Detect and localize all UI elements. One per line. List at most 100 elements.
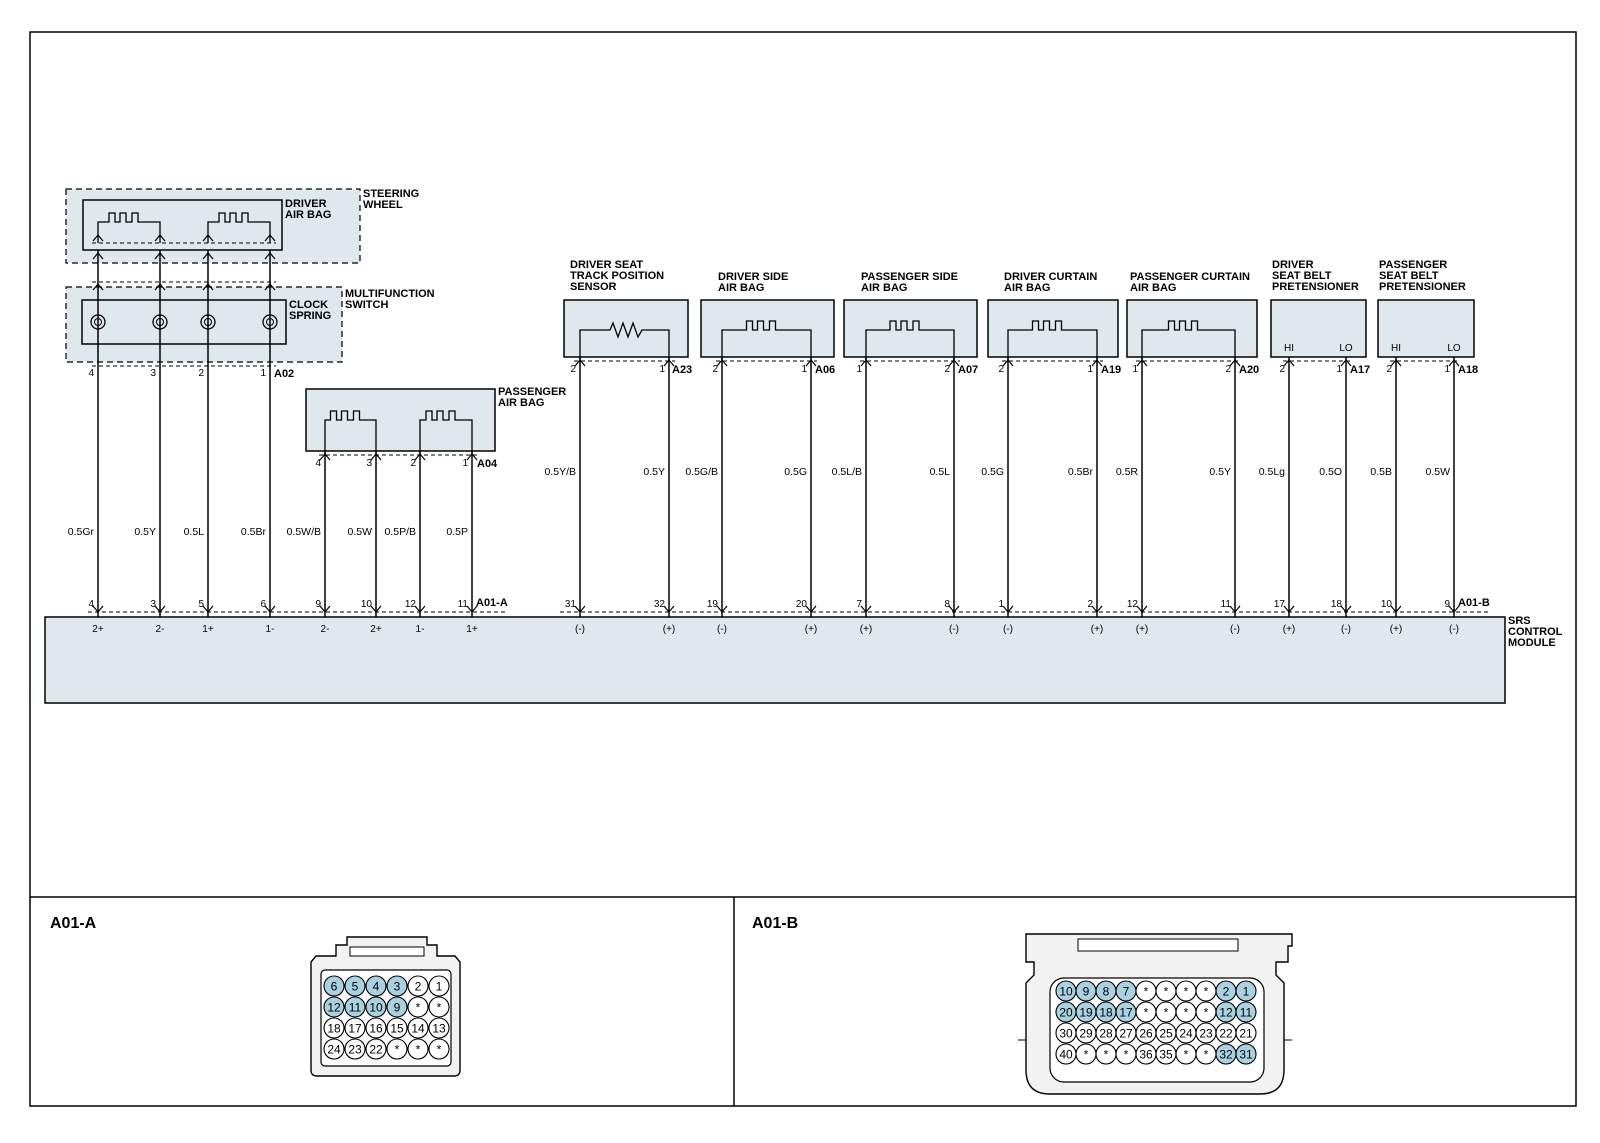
wire-color-label: 0.5Y/B <box>544 466 576 478</box>
connector-cavity <box>386 975 408 997</box>
module-terminal-label: (+) <box>860 624 873 635</box>
cavity-number: * <box>1184 1048 1189 1062</box>
cavity-number: 25 <box>1159 1027 1173 1041</box>
module-pin-number: 2 <box>1087 599 1093 610</box>
squib-symbol <box>419 410 473 455</box>
module-terminal-label: 1+ <box>466 624 478 635</box>
module-pin-number: 17 <box>1274 599 1286 610</box>
cavity-number: 10 <box>1059 985 1073 999</box>
cavity-number: 27 <box>1119 1027 1133 1041</box>
cavity-number: * <box>1164 985 1169 999</box>
seat-track-sensor-box <box>563 299 689 358</box>
cavity-number: 24 <box>327 1043 341 1057</box>
module-pin-number: 12 <box>405 599 417 610</box>
module-terminal-label: 2+ <box>92 624 104 635</box>
cavity-number: 1 <box>436 980 443 994</box>
connector-cavity <box>365 1038 387 1060</box>
module-pin-number: 6 <box>260 599 266 610</box>
clock-spring-coil <box>200 314 216 330</box>
pretensioner-hi-label: HI <box>1284 343 1294 354</box>
cavity-number: 10 <box>369 1001 383 1015</box>
wire-color-label: 0.5L/B <box>832 466 862 478</box>
wire-color-label: 0.5B <box>1370 466 1392 478</box>
component-pin-number: 1 <box>1132 364 1138 375</box>
module-pin-number: 9 <box>1444 599 1450 610</box>
cavity-number: 3 <box>394 980 401 994</box>
cavity-number: 4 <box>373 980 380 994</box>
connector-cavity <box>1235 1043 1257 1065</box>
cavity-number: * <box>416 1001 421 1015</box>
squib-symbol <box>865 320 955 361</box>
module-terminal-label: (-) <box>717 624 727 635</box>
component-pin-number: 3 <box>366 458 372 469</box>
module-pin-number: 11 <box>458 599 469 610</box>
connector-a19-label: A19 <box>1101 364 1121 376</box>
cavity-number: 31 <box>1239 1048 1253 1062</box>
terminal-mark <box>202 283 214 291</box>
cavity-number: 2 <box>1223 985 1230 999</box>
terminal-mark <box>154 283 166 291</box>
cavity-number: * <box>1144 1006 1149 1020</box>
module-pin-number: 31 <box>565 599 577 610</box>
module-terminal-label: 1- <box>416 624 425 635</box>
connector-a06-label: A06 <box>815 364 835 376</box>
cavity-number: 23 <box>348 1043 362 1057</box>
cavity-number: * <box>1184 985 1189 999</box>
connector-a18-label: A18 <box>1458 364 1478 376</box>
module-terminal-label: 1- <box>266 624 275 635</box>
module-pin-number: 9 <box>315 599 321 610</box>
module-terminal-label: (-) <box>575 624 585 635</box>
connector-cavity <box>323 1038 345 1060</box>
cavity-number: * <box>1104 1048 1109 1062</box>
cavity-number: 7 <box>1123 985 1130 999</box>
pin-and-wire-labels: 40.5Gr42+30.5Y32-20.5L51+10.5Br61-40.5W/… <box>68 343 1490 635</box>
connector-cavity <box>365 1017 387 1039</box>
pretensioner-lo-label: LO <box>1339 343 1353 354</box>
clock-spring-coil <box>266 318 274 326</box>
connector-cavity <box>365 975 387 997</box>
wire-color-label: 0.5Br <box>241 526 267 538</box>
component-pin-number: 2 <box>1386 364 1392 375</box>
cavity-number: 20 <box>1059 1006 1073 1020</box>
connector-cavity <box>323 996 345 1018</box>
connector-a07-label: A07 <box>958 364 978 376</box>
cavity-number: 17 <box>1119 1006 1133 1020</box>
connector-cavity <box>428 1017 450 1039</box>
cavity-number: * <box>1124 1048 1129 1062</box>
connector-cavity <box>386 1038 408 1060</box>
wire-color-label: 0.5Y <box>134 526 156 538</box>
connector-cavity <box>386 1017 408 1039</box>
module-pin-number: 1 <box>998 599 1004 610</box>
wire-color-label: 0.5L <box>184 526 205 538</box>
cavity-number: 26 <box>1139 1027 1153 1041</box>
cavity-number: * <box>437 1001 442 1015</box>
connector-a01a-title: A01-A <box>50 915 97 932</box>
srs-control-module <box>44 616 1506 704</box>
connector-cavity <box>428 975 450 997</box>
cavity-number: 28 <box>1099 1027 1113 1041</box>
cavity-number: 17 <box>348 1022 362 1036</box>
module-terminal-label: (-) <box>1230 624 1240 635</box>
connector-cavity <box>407 996 429 1018</box>
wire-color-label: 0.5O <box>1319 466 1342 478</box>
driver-side-airbag-box <box>700 299 835 358</box>
component-pin-number: 1 <box>856 364 862 375</box>
wires <box>88 234 1490 617</box>
cavity-number: 11 <box>349 1001 362 1015</box>
cavity-number: 30 <box>1059 1027 1073 1041</box>
squib-symbol <box>1141 320 1236 361</box>
module-terminal-label: (+) <box>1390 624 1403 635</box>
cavity-number: 22 <box>369 1043 383 1057</box>
terminal-mark <box>805 605 817 613</box>
wire-color-label: 0.5L <box>930 466 951 478</box>
resistor-symbol <box>579 321 670 361</box>
component-pin-number: 1 <box>659 364 665 375</box>
module-terminal-label: (+) <box>805 624 818 635</box>
module-pin-number: 10 <box>361 599 373 610</box>
terminal-mark <box>202 252 214 260</box>
